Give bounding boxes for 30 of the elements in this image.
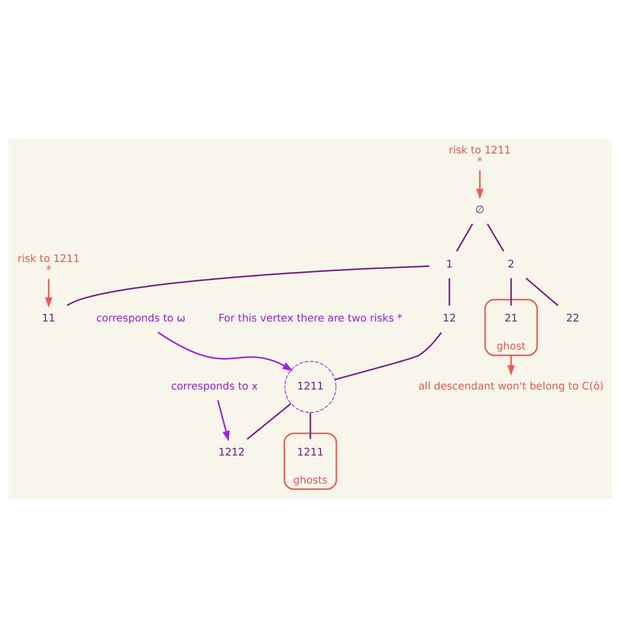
connector [526,278,558,306]
node-text: 12 [442,312,456,325]
connector [448,278,450,306]
node-text: 2 [508,258,514,270]
node-text: 22 [566,312,580,325]
arrow [217,400,230,442]
connector [246,402,292,440]
connector [456,224,474,252]
node-text: corresponds to x [171,380,258,393]
connector [310,412,312,440]
label: For this vertex there are two risks * [218,312,402,325]
node-text: 1212 [218,446,245,458]
connector [66,265,430,306]
connector [510,278,512,306]
arrow [45,278,52,308]
node-text: 21 [504,312,518,325]
node-text: corresponds to ω [96,312,186,325]
arrow [158,332,293,372]
arrow [507,355,515,376]
node-text: ∅ [475,204,484,216]
node-text: risk to 1211 * [18,252,80,276]
node-text: risk to 1211 * [448,144,511,168]
node-text: all descendant won't belong to C(ō) [418,380,604,393]
node-text: 1 [446,258,453,270]
arrow [476,170,484,200]
connector [334,332,442,380]
node-text: 1211 [297,446,324,458]
node-text: 11 [42,312,56,325]
node-circle: 1211 [284,360,336,413]
connector [486,224,504,252]
